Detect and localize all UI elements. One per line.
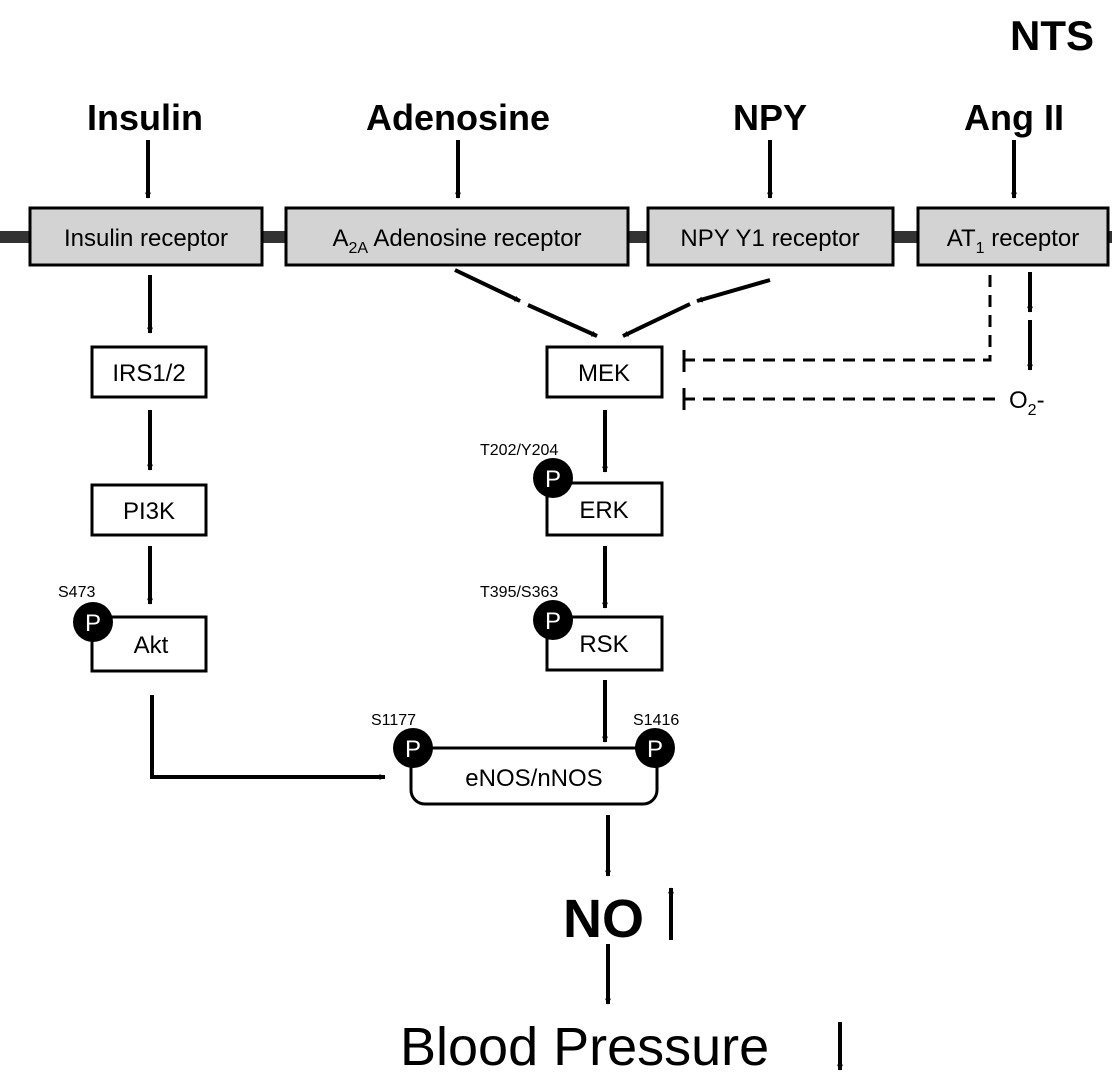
irs-label: IRS1/2 — [112, 360, 185, 387]
mek-box — [545, 345, 664, 399]
pi3k-box — [90, 483, 208, 537]
ligand-insulin: Insulin — [87, 97, 203, 138]
irs-box — [90, 345, 208, 399]
akt-phospho-circle — [73, 602, 113, 642]
arrow-npy-to-mek-segment — [696, 278, 771, 303]
enos-right-site-label: S1416 — [633, 712, 679, 729]
erk-phospho-symbol: P — [545, 466, 561, 493]
mek-label: MEK — [578, 360, 630, 387]
akt-site-label: S473 — [58, 584, 95, 601]
rsk-phospho-symbol: P — [545, 608, 561, 635]
rsk-label: RSK — [579, 631, 628, 658]
enos-right-phospho-circle — [635, 728, 675, 768]
blood-pressure-label: Blood Pressure — [400, 1017, 769, 1077]
npy-y1-receptor-label: NPY Y1 receptor — [680, 225, 859, 252]
arrow-a2a-to-mek — [527, 303, 598, 338]
akt-label: Akt — [134, 632, 169, 659]
nts-label: NTS — [1010, 12, 1094, 59]
npy-y1-receptor-box — [646, 206, 895, 267]
a2a-receptor-box — [284, 206, 630, 267]
at1-receptor-label: AT1 receptor — [947, 225, 1080, 257]
erk-site-label: T202/Y204 — [480, 442, 558, 459]
at1-receptor-box — [916, 206, 1110, 267]
enos-right-phospho-symbol: P — [647, 736, 663, 763]
enos-box — [409, 746, 659, 806]
arrow-npy-to-mek — [622, 302, 691, 338]
enos-left-site-label: S1177 — [371, 712, 416, 729]
enos-left-phospho-circle — [393, 728, 433, 768]
pi3k-label: PI3K — [123, 498, 175, 525]
ligand-npy: NPY — [733, 97, 807, 138]
rsk-phospho-circle — [533, 600, 573, 640]
arrow-a2a-to-mek-segment — [454, 268, 521, 303]
ligand-adenosine: Adenosine — [366, 97, 550, 138]
a2a-receptor-label: A2A Adenosine receptor — [332, 225, 581, 257]
erk-label: ERK — [579, 497, 628, 524]
insulin-receptor-box — [28, 206, 264, 267]
enos-label: eNOS/nNOS — [465, 765, 602, 792]
enos-left-phospho-symbol: P — [405, 736, 421, 763]
erk-phospho-circle — [533, 458, 573, 498]
rsk-site-label: T395/S363 — [480, 584, 558, 601]
inhibit-at1-to-mek — [684, 275, 992, 362]
superoxide-label: O2- — [1009, 387, 1045, 419]
insulin-receptor-label: Insulin receptor — [64, 225, 228, 252]
no-label: NO — [563, 889, 644, 949]
akt-phospho-symbol: P — [85, 610, 101, 637]
ligand-ang-ii: Ang II — [964, 97, 1064, 138]
arrow-akt-to-enos — [150, 695, 386, 780]
